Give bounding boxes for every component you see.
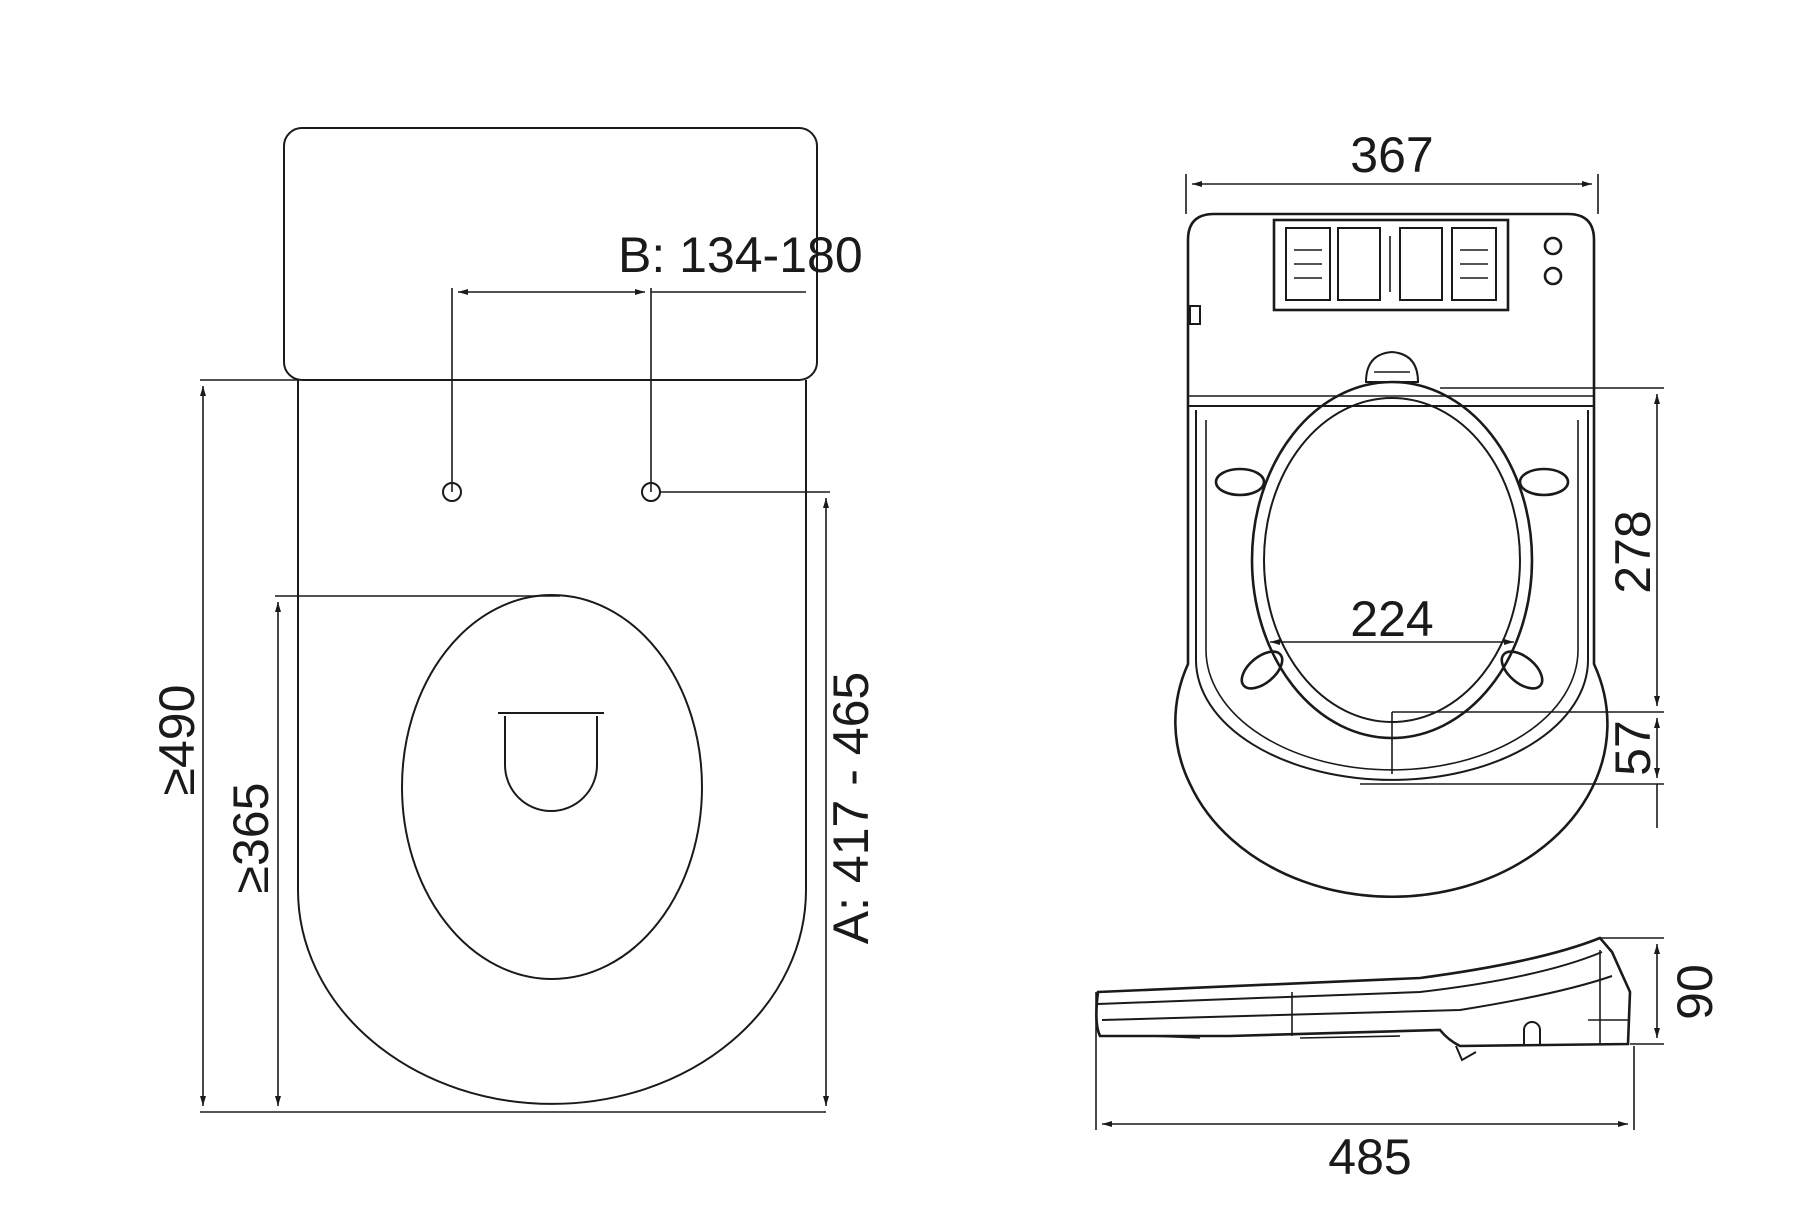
cistern-outline <box>283 127 818 381</box>
hinge-slot <box>1523 1021 1541 1044</box>
bumper-rear-right <box>1518 467 1570 497</box>
dim-width-total: 367 <box>1350 127 1433 183</box>
seat-top-view: 367 224 278 57 <box>1174 127 1664 899</box>
control-panel <box>1272 218 1510 312</box>
nozzle-housing <box>1364 350 1420 383</box>
side-profile-outline <box>1095 936 1632 1048</box>
seat-outer-outline <box>1174 212 1609 899</box>
dim-length-278: 278 <box>1605 510 1661 593</box>
seat-ring <box>1250 380 1534 740</box>
dim-span-224: 224 <box>1350 591 1433 647</box>
dim-min-total: ≥490 <box>149 685 205 796</box>
dim-min-front: ≥365 <box>223 783 279 894</box>
bowl-outline <box>297 380 807 1105</box>
dim-height-90: 90 <box>1667 964 1723 1020</box>
dim-b-range: B: 134-180 <box>618 227 863 283</box>
toilet-top-view: B: 134-180 ≥490 ≥365 A: 417 - 465 <box>149 127 879 1113</box>
bumper-front-left <box>1240 650 1284 690</box>
dim-length-57: 57 <box>1605 720 1661 776</box>
dim-a-range: A: 417 - 465 <box>823 672 879 944</box>
hinge-foot <box>1455 1045 1477 1062</box>
dim-length-485: 485 <box>1328 1129 1411 1185</box>
seat-opening-top <box>1263 397 1521 723</box>
bumper-front-right <box>1500 650 1544 690</box>
seat-side-view: 90 485 <box>1095 936 1723 1185</box>
button-bottom <box>1543 266 1563 286</box>
button-top <box>1543 236 1563 256</box>
seat-opening <box>401 594 703 980</box>
bumper-rear-left <box>1214 467 1266 497</box>
drain-outlet <box>504 716 598 812</box>
